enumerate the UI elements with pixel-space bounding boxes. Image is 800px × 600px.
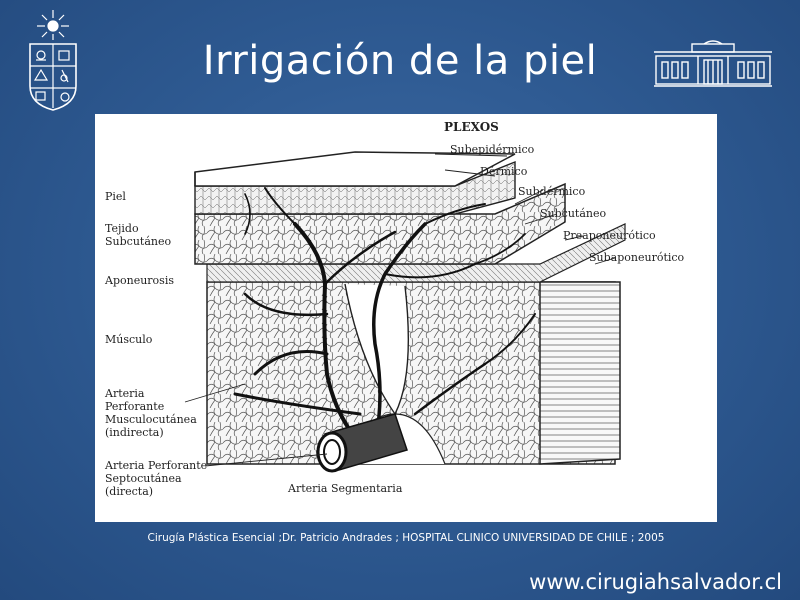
plexo-subdermico-label: Subdérmico <box>518 185 586 198</box>
piel-label: Piel <box>105 190 126 203</box>
plexo-subepidermico-label: Subepidérmico <box>450 143 535 156</box>
source-caption: Cirugía Plástica Esencial ;Dr. Patricio … <box>147 532 665 544</box>
hospital-building-logo <box>652 40 774 90</box>
arteria-segmentaria-label: Arteria Segmentaria <box>287 482 403 495</box>
segmental-artery-shape <box>316 413 408 473</box>
plexos-title-label: PLEXOS <box>444 120 499 134</box>
university-seal-logo <box>22 8 84 112</box>
plexo-subcutaneo-label: Subcutáneo <box>540 207 606 220</box>
plexo-preaponeurotico-label: Preaponeurótico <box>563 229 656 242</box>
musculocutanea-label-line3: Musculocutánea <box>105 413 197 426</box>
musculo-label: Músculo <box>105 333 153 346</box>
tejido-label-line1: Tejido <box>105 222 139 235</box>
slide-title: Irrigación de la piel <box>202 38 598 84</box>
website-footer: www.cirugiahsalvador.cl <box>529 570 782 594</box>
musculocutanea-label-line4: (indirecta) <box>105 426 164 439</box>
musculocutanea-label-line1: Arteria <box>104 387 145 400</box>
plexo-subaponeurotico-label: Subaponeurótico <box>589 251 685 264</box>
aponeurosis-label: Aponeurosis <box>104 274 174 287</box>
musculocutanea-label-line2: Perforante <box>105 400 164 413</box>
tejido-label-line2: Subcutáneo <box>105 235 171 248</box>
septocutanea-label-line1: Arteria Perforante <box>104 459 207 472</box>
plexo-dermico-label: Dérmico <box>480 165 528 178</box>
skin-irrigation-diagram: PLEXOS Subepidérmico Dérmico Subdérmico … <box>95 114 717 522</box>
septocutanea-label-line2: Septocutánea <box>105 472 182 485</box>
septocutanea-label-line3: (directa) <box>105 485 153 498</box>
